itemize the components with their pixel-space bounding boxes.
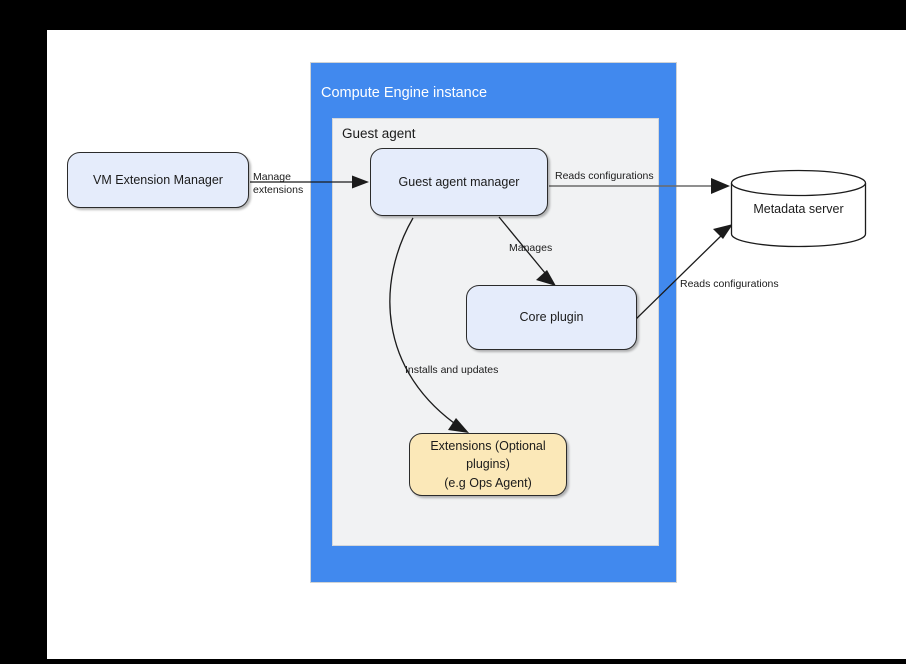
edge-reads-configurations-top-arrowhead <box>711 178 730 194</box>
edge-label-reads-configurations-top: Reads configurations <box>555 170 654 182</box>
edge-label-reads-configurations-bottom: Reads configurations <box>680 278 779 290</box>
edge-label-installs-and-updates: Installs and updates <box>405 364 499 376</box>
diagram-canvas: Compute Engine instance Guest agent Ma <box>47 30 906 659</box>
node-metadata-server-label: Metadata server <box>753 201 844 216</box>
node-guest-agent-manager[interactable]: Guest agent manager <box>370 148 548 216</box>
node-vm-extension-manager[interactable]: VM Extension Manager <box>67 152 249 208</box>
node-metadata-server[interactable]: Metadata server <box>730 169 867 248</box>
node-guest-agent-manager-label: Guest agent manager <box>398 174 520 189</box>
node-extensions-label-line2: (e.g Ops Agent) <box>444 475 532 490</box>
edge-label-manage-extensions: Manage extensions <box>253 171 304 197</box>
node-core-plugin-label: Core plugin <box>519 310 584 325</box>
edge-label-manages: Manages <box>509 242 553 254</box>
cylinder-shape <box>730 169 867 248</box>
guest-agent-title: Guest agent <box>342 126 416 141</box>
node-extensions-label-line1: Extensions (Optional plugins) <box>430 439 546 472</box>
node-vm-extension-manager-label: VM Extension Manager <box>93 172 223 187</box>
compute-engine-instance-title: Compute Engine instance <box>321 85 488 101</box>
node-extensions[interactable]: Extensions (Optional plugins) (e.g Ops A… <box>409 433 567 496</box>
node-core-plugin[interactable]: Core plugin <box>466 285 637 350</box>
